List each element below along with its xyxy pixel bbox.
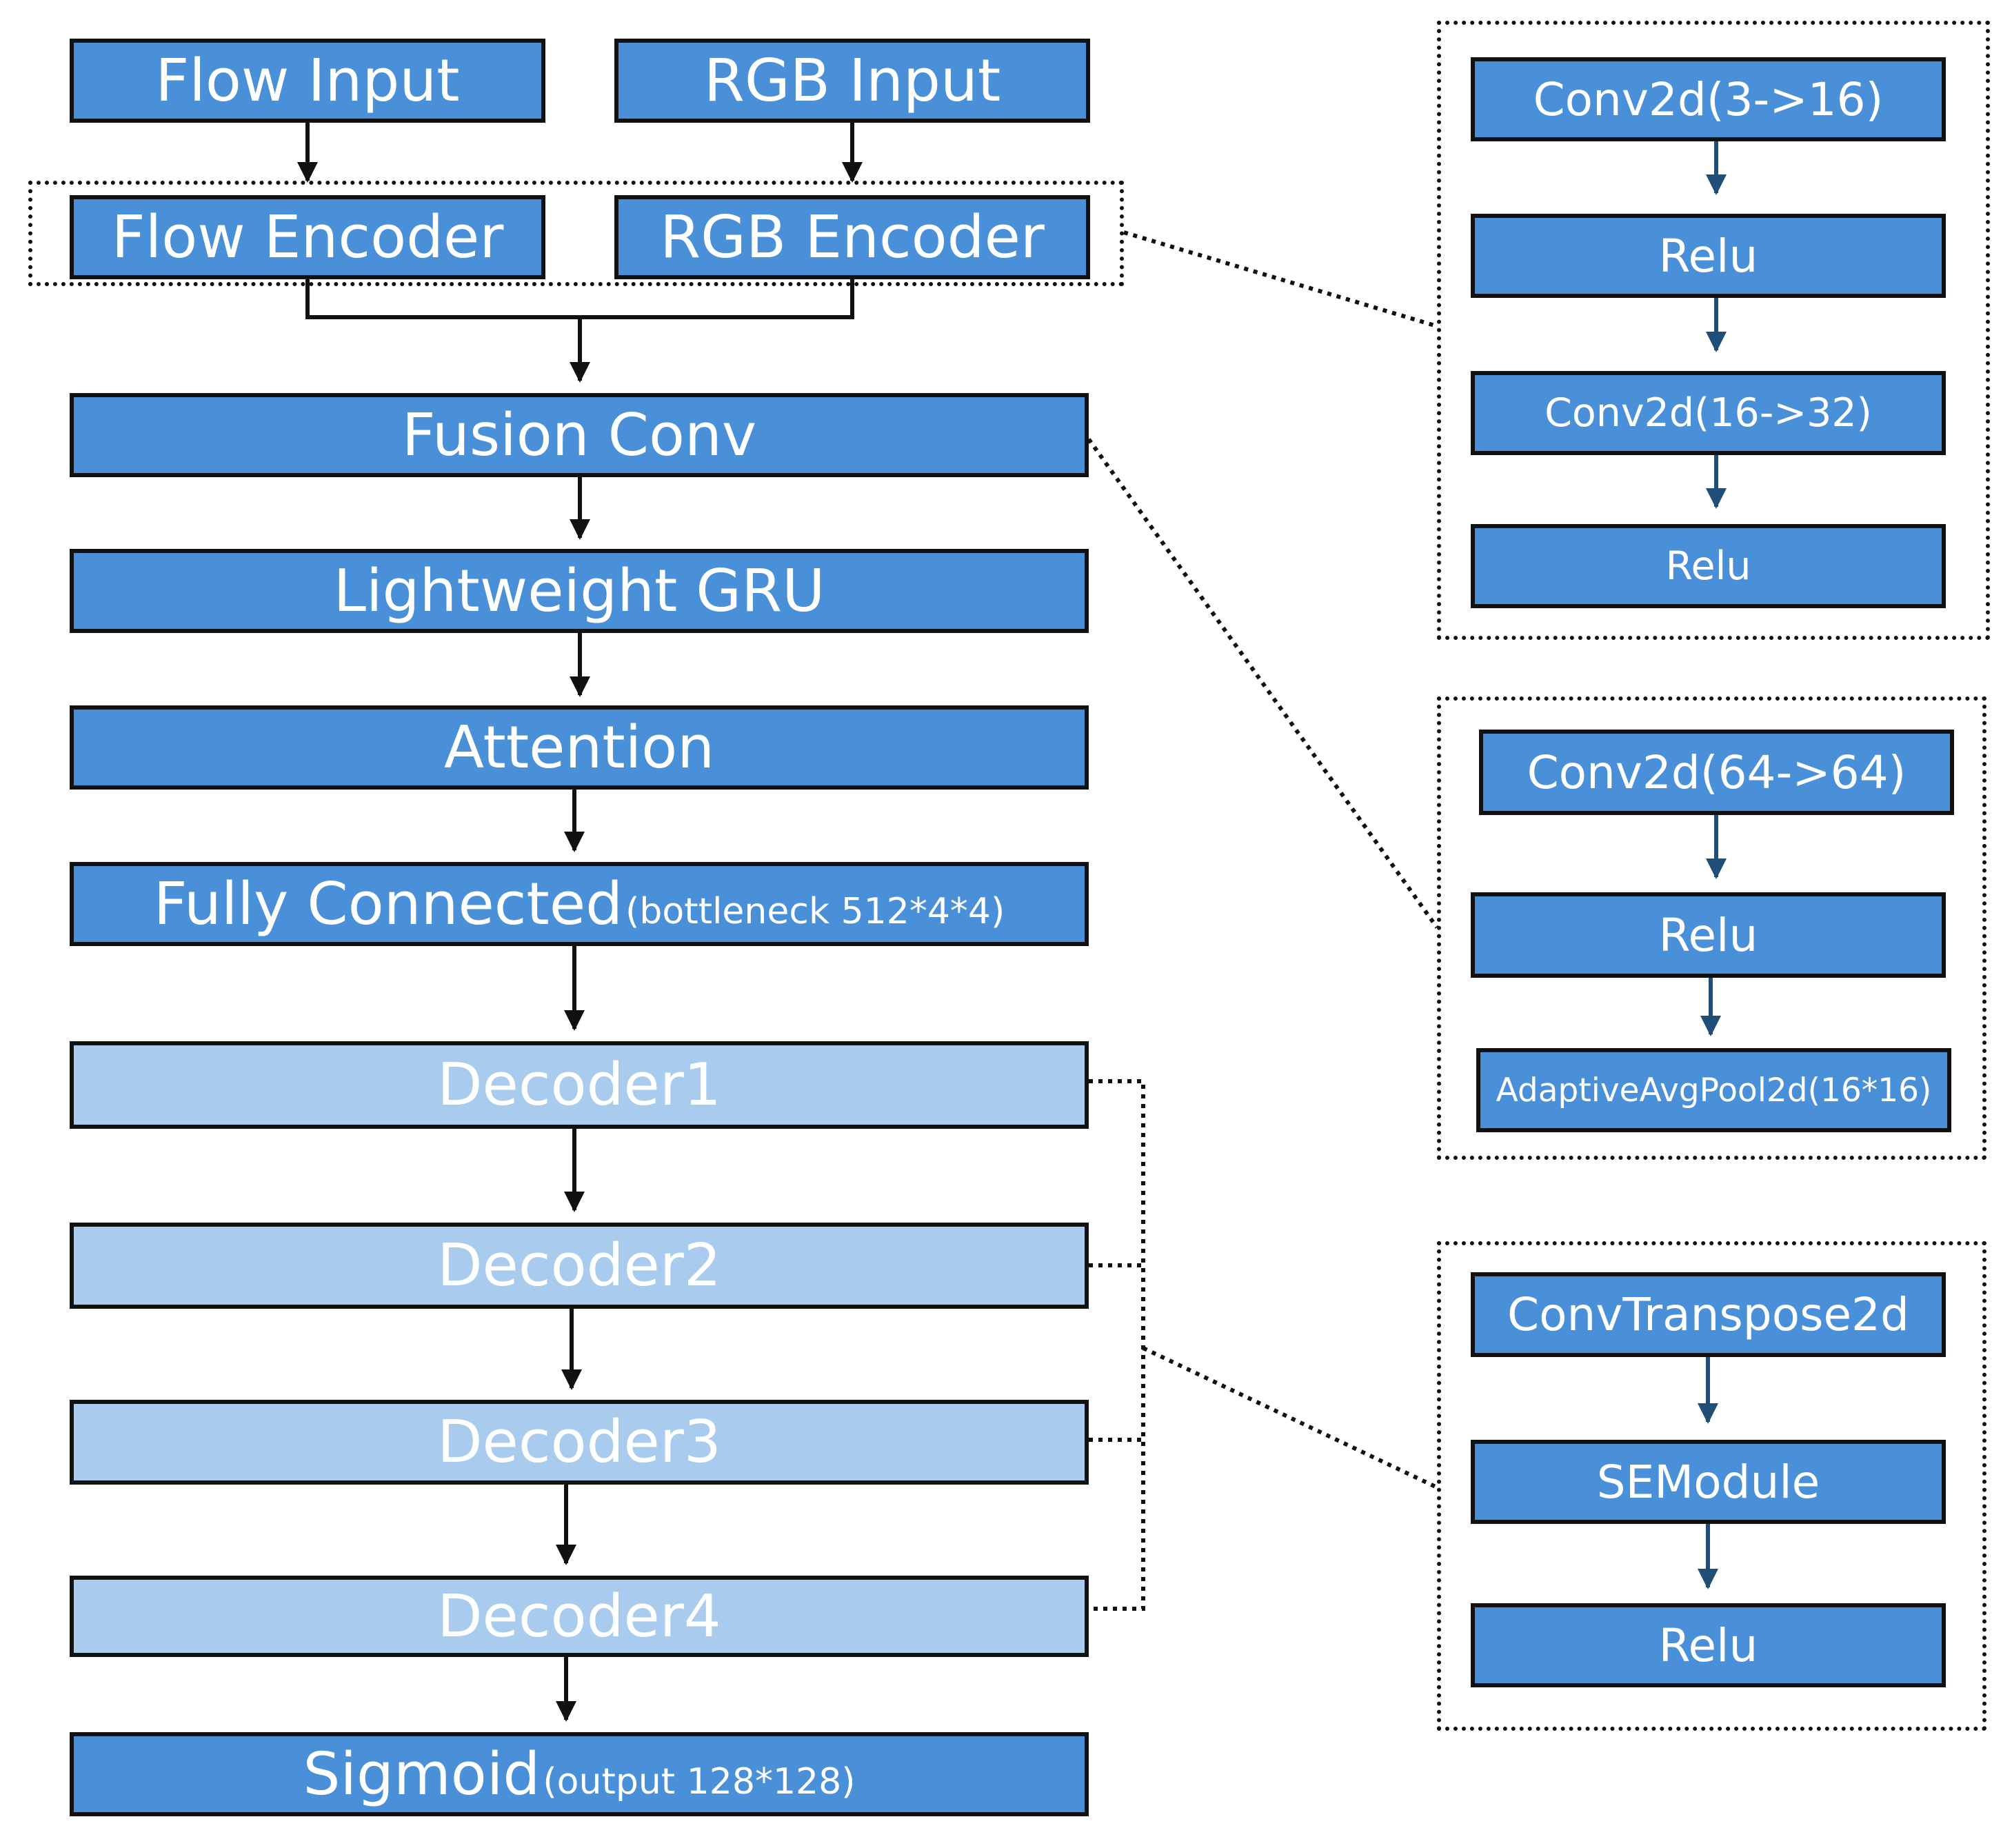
decoder2-block: Decoder2 — [70, 1223, 1089, 1309]
encoder-group-frame — [28, 181, 1124, 286]
enc-detail-conv2-block: Conv2d(16->32) — [1471, 371, 1946, 455]
fusion-conv-block: Fusion Conv — [70, 393, 1089, 477]
leader-fusion-to-detail — [1087, 438, 1439, 929]
fully-connected-note: (bottleneck 512*4*4) — [625, 891, 1005, 932]
fusion-detail-conv-block: Conv2d(64->64) — [1479, 730, 1954, 815]
sigmoid-block: Sigmoid(output 128*128) — [70, 1732, 1089, 1816]
leader-encoder-to-detail — [1123, 230, 1438, 328]
rgb-input-block: RGB Input — [614, 39, 1090, 123]
enc-detail-relu2-block: Relu — [1471, 524, 1946, 608]
encoder-detail-frame — [1437, 21, 1990, 640]
flow-input-block: Flow Input — [70, 39, 545, 123]
leader-decoder-to-detail — [1142, 1346, 1438, 1489]
decoder-group-bracket — [1089, 1079, 1145, 1611]
decoder-detail-convtranspose-block: ConvTranspose2d — [1471, 1272, 1946, 1357]
attention-block: Attention — [70, 705, 1089, 790]
fusion-detail-frame — [1437, 696, 1986, 1160]
lightweight-gru-block: Lightweight GRU — [70, 549, 1089, 633]
fusion-detail-pool-block: AdaptiveAvgPool2d(16*16) — [1476, 1048, 1951, 1132]
fusion-detail-relu-block: Relu — [1471, 892, 1946, 978]
rgb-encoder-block: RGB Encoder — [614, 195, 1090, 279]
encoder-merge-line — [305, 279, 854, 319]
sigmoid-label: Sigmoid — [303, 1740, 541, 1809]
fully-connected-label: Fully Connected — [153, 870, 623, 938]
sigmoid-note: (output 128*128) — [543, 1761, 856, 1802]
flow-encoder-block: Flow Encoder — [70, 195, 545, 279]
enc-detail-conv1-block: Conv2d(3->16) — [1471, 57, 1946, 141]
decoder-detail-semodule-block: SEModule — [1471, 1440, 1946, 1524]
enc-detail-relu1-block: Relu — [1471, 214, 1946, 298]
decoder-detail-relu-block: Relu — [1471, 1603, 1946, 1687]
decoder4-block: Decoder4 — [70, 1576, 1089, 1657]
decoder3-block: Decoder3 — [70, 1400, 1089, 1485]
decoder1-block: Decoder1 — [70, 1041, 1089, 1129]
decoder-detail-frame — [1437, 1241, 1986, 1731]
fully-connected-block: Fully Connected(bottleneck 512*4*4) — [70, 862, 1089, 946]
